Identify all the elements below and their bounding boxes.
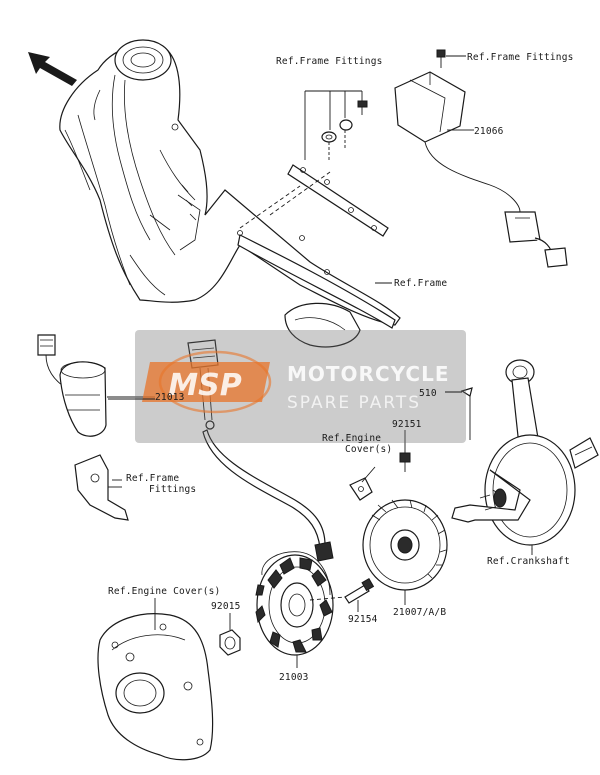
label-ref-frame-fittings-lower-1: Ref.Frame	[126, 473, 179, 484]
label-92015: 92015	[211, 601, 241, 612]
watermark: MSP MOTORCYCLE SPARE PARTS	[135, 330, 466, 443]
label-21007: 21007/A/B	[393, 607, 446, 618]
harness-drawing	[187, 339, 334, 562]
label-ref-crankshaft: Ref.Crankshaft	[487, 556, 570, 567]
label-21013: 21013	[155, 392, 185, 403]
leader-lines	[108, 55, 533, 555]
label-ref-frame-fittings-left: Ref.Frame Fittings	[276, 56, 383, 67]
part-21013-drawing	[37, 334, 155, 521]
frame-drawing	[59, 39, 401, 348]
watermark-logo-text: MSP	[168, 368, 241, 403]
label-21003: 21003	[279, 672, 309, 683]
part-21007-drawing	[362, 499, 448, 605]
arrow-up-left-icon	[28, 52, 77, 86]
frame-fittings-hardware	[304, 49, 446, 162]
watermark-subtitle: SPARE PARTS	[287, 393, 421, 413]
engine-cover-drawing	[97, 598, 214, 761]
part-510-drawing	[460, 387, 473, 440]
part-21003-drawing	[255, 551, 334, 668]
engine-cover-bracket-drawing	[349, 466, 376, 501]
label-ref-engine-covers-mid-1: Ref.Engine	[322, 433, 381, 444]
watermark-title: MOTORCYCLE	[287, 362, 449, 386]
label-92151: 92151	[392, 419, 422, 430]
label-ref-engine-covers-low: Ref.Engine Cover(s)	[108, 586, 220, 597]
crankshaft-drawing	[451, 359, 599, 550]
part-92154-drawing	[309, 577, 375, 612]
label-ref-frame-fittings-lower-2: Fittings	[149, 484, 196, 495]
label-92154: 92154	[348, 614, 378, 625]
watermark-logo: MSP	[142, 350, 272, 414]
label-ref-frame-fittings-right: Ref.Frame Fittings	[467, 52, 574, 63]
label-21066: 21066	[474, 126, 504, 137]
part-92015-drawing	[219, 613, 241, 656]
part-92151-drawing	[399, 430, 411, 472]
label-ref-engine-covers-mid-2: Cover(s)	[345, 444, 392, 455]
part-21066-drawing	[394, 71, 568, 268]
label-ref-frame: Ref.Frame	[394, 278, 447, 289]
label-510: 510	[419, 388, 437, 399]
